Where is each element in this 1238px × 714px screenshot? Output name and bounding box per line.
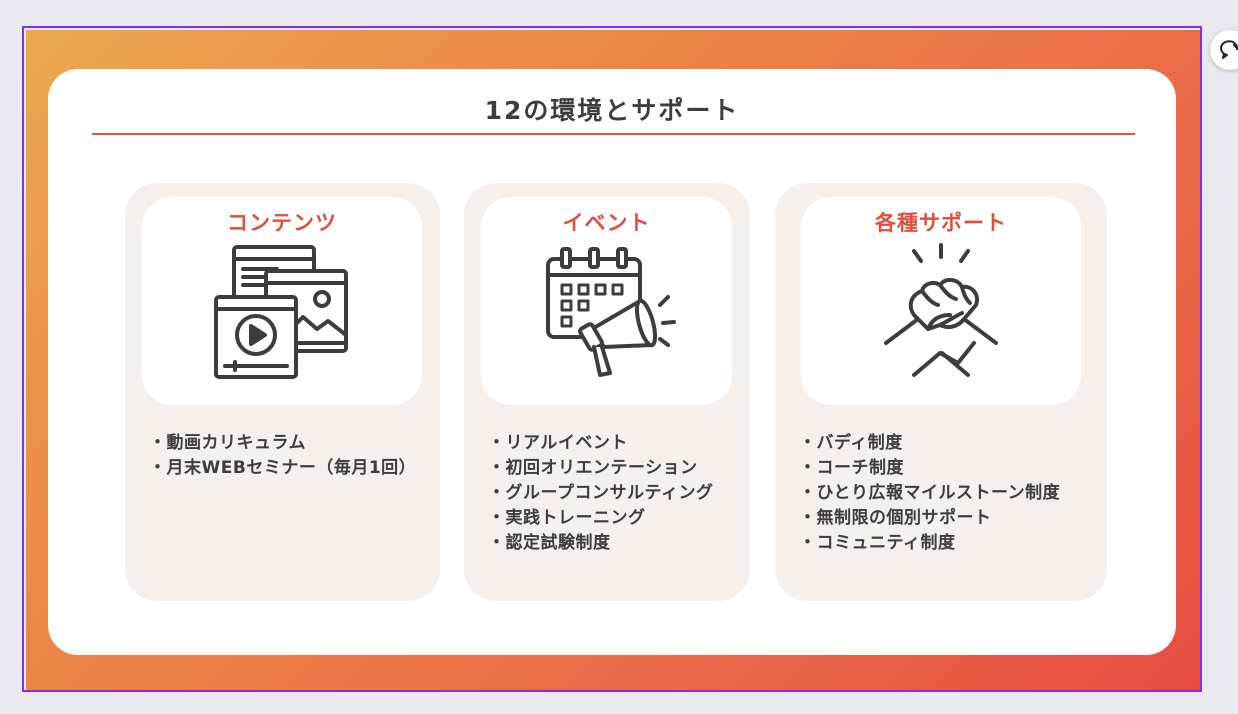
selection-frame <box>22 26 1202 692</box>
panel-heading: 各種サポート <box>875 211 1007 235</box>
list-item: コーチ制度 <box>799 456 1060 481</box>
list-item: コミュニティ制度 <box>799 531 1060 556</box>
title-underline <box>92 133 1135 135</box>
list-item: リアルイベント <box>488 431 713 456</box>
comment-button[interactable] <box>1210 30 1238 70</box>
content-card: 12の環境とサポート コンテンツ <box>48 69 1176 655</box>
panel-support-list: バディ制度 コーチ制度 ひとり広報マイルストーン制度 無制限の個別サポート コミ… <box>799 431 1060 556</box>
panel-events-header: イベント <box>481 197 732 405</box>
media-content-icon <box>142 243 422 393</box>
list-item: 認定試験制度 <box>488 531 713 556</box>
panel-support-header: 各種サポート <box>801 197 1081 405</box>
panel-events-list: リアルイベント 初回オリエンテーション グループコンサルティング 実践トレーニン… <box>488 431 713 556</box>
slide[interactable]: 12の環境とサポート コンテンツ <box>26 30 1200 690</box>
panel-contents-header: コンテンツ <box>142 197 422 405</box>
list-item: ひとり広報マイルストーン制度 <box>799 481 1060 506</box>
panel-contents-list: 動画カリキュラム 月末WEBセミナー（毎月1回） <box>149 431 416 481</box>
panel-heading: コンテンツ <box>227 211 337 235</box>
list-item: 初回オリエンテーション <box>488 456 713 481</box>
comment-refresh-icon <box>1220 40 1238 59</box>
panel-support: 各種サポート <box>775 183 1107 601</box>
list-item: 実践トレーニング <box>488 506 713 531</box>
handshake-icon <box>801 243 1081 393</box>
list-item: 月末WEBセミナー（毎月1回） <box>149 456 416 481</box>
panel-heading: イベント <box>562 211 651 235</box>
list-item: グループコンサルティング <box>488 481 713 506</box>
list-item: 動画カリキュラム <box>149 431 416 456</box>
list-item: 無制限の個別サポート <box>799 506 1060 531</box>
slide-title: 12の環境とサポート <box>484 96 740 125</box>
list-item: バディ制度 <box>799 431 1060 456</box>
panel-contents: コンテンツ <box>125 183 440 601</box>
calendar-megaphone-icon <box>481 243 732 393</box>
panel-events: イベント <box>464 183 750 601</box>
